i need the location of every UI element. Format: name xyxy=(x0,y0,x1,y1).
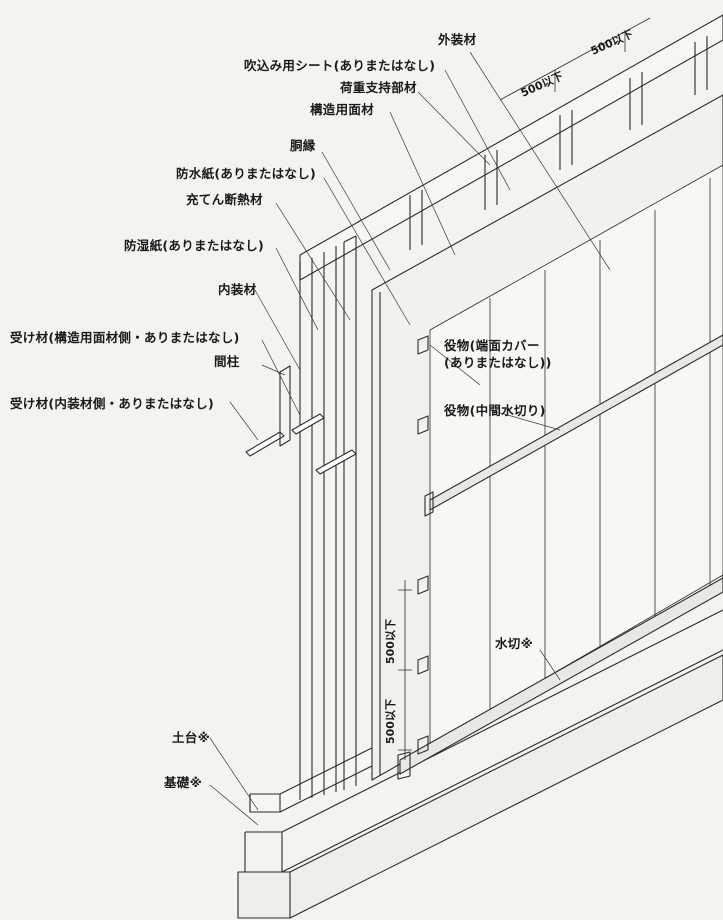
leader-lines xyxy=(209,51,611,826)
cladding-boards xyxy=(429,164,723,746)
corner-studs xyxy=(299,235,357,800)
label-vapor-barrier: 防湿紙(ありまたはなし) xyxy=(124,238,265,253)
receiver-pieces xyxy=(245,365,357,475)
label-receiver-structural: 受け材(構造用面材側・ありまたはなし) xyxy=(10,330,240,345)
middle-flashing-trim xyxy=(424,334,723,517)
label-exterior-cladding: 外装材 xyxy=(438,32,477,47)
label-stud: 間柱 xyxy=(214,354,240,369)
label-waterproof-paper: 防水紙(ありまたはなし) xyxy=(176,166,317,181)
label-structural-panel: 構造用面材 xyxy=(310,102,375,117)
label-insulation: 充てん断熱材 xyxy=(186,192,263,207)
cladding-clips xyxy=(417,335,429,755)
label-receiver-interior: 受け材(内装材側・ありまたはなし) xyxy=(10,396,215,411)
dim-vertical-spacing-1: 500以下 xyxy=(384,619,397,664)
vertical-dimension-line xyxy=(398,580,412,760)
top-studs xyxy=(409,36,708,250)
label-load-support: 荷重支持部材 xyxy=(340,80,417,95)
label-blown-sheet: 吹込み用シート(ありまたはなし) xyxy=(244,58,436,73)
dim-vertical-spacing-2: 500以下 xyxy=(384,699,397,744)
bottom-flashing xyxy=(397,577,723,780)
foundation-block xyxy=(237,609,723,919)
label-foundation: 基礎※ xyxy=(164,775,203,790)
label-sill: 土台※ xyxy=(172,730,211,745)
label-trim-middle-flashing: 役物(中間水切り) xyxy=(444,403,546,418)
top-dimension-line xyxy=(499,17,651,101)
label-flashing: 水切※ xyxy=(495,636,534,651)
label-interior-finish: 内装材 xyxy=(218,282,257,297)
label-trim-end-cover-1: 役物(端面カバー xyxy=(444,338,540,353)
label-furring: 胴縁 xyxy=(290,138,316,153)
label-trim-end-cover-2: (ありまたはなし)) xyxy=(444,355,552,370)
